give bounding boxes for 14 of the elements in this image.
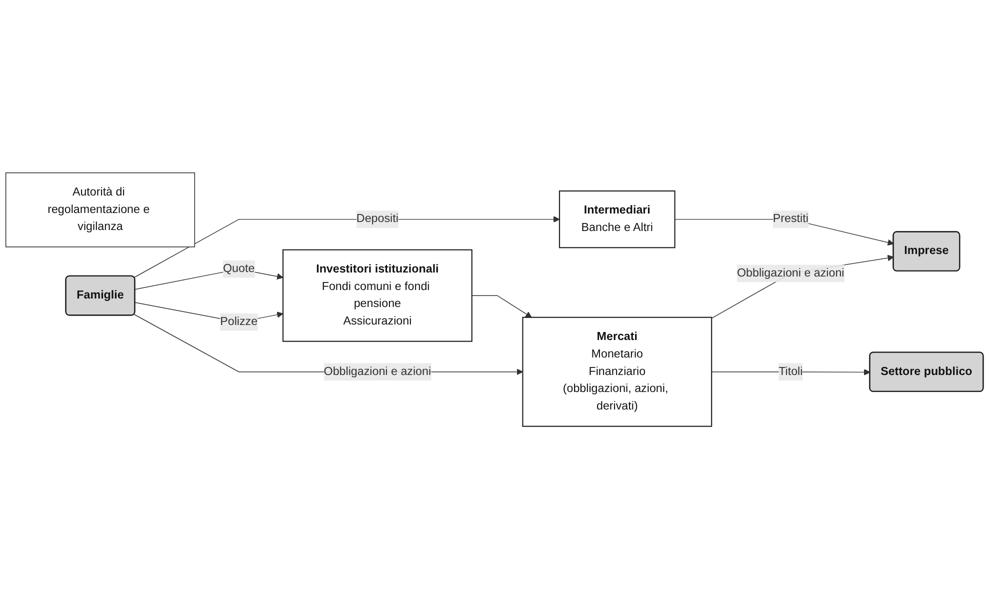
edge-label: Polizze — [220, 315, 258, 328]
edge-label: Titoli — [778, 365, 803, 378]
edge-label: Quote — [223, 262, 255, 275]
node-box: Intermediari Banche e Altri — [558, 190, 676, 248]
arrow — [472, 295, 532, 318]
edge-label: Depositi — [356, 212, 398, 226]
node-box: Autorità di regolamentazione e vigilanza — [5, 172, 196, 248]
arrow — [711, 254, 894, 319]
arrow — [134, 216, 560, 278]
node-box: Investitori istituzionali Fondi comuni e fondi pensione Assicurazioni — [282, 249, 472, 342]
edge-label: Obbligazioni e azioni — [324, 365, 432, 378]
edge-label: Prestiti — [772, 212, 808, 226]
edge-label: Obbligazioni e azioni — [737, 266, 844, 280]
node-box: Mercati Monetario Finanziario (obbligazioni, azioni, derivati) — [522, 316, 712, 427]
